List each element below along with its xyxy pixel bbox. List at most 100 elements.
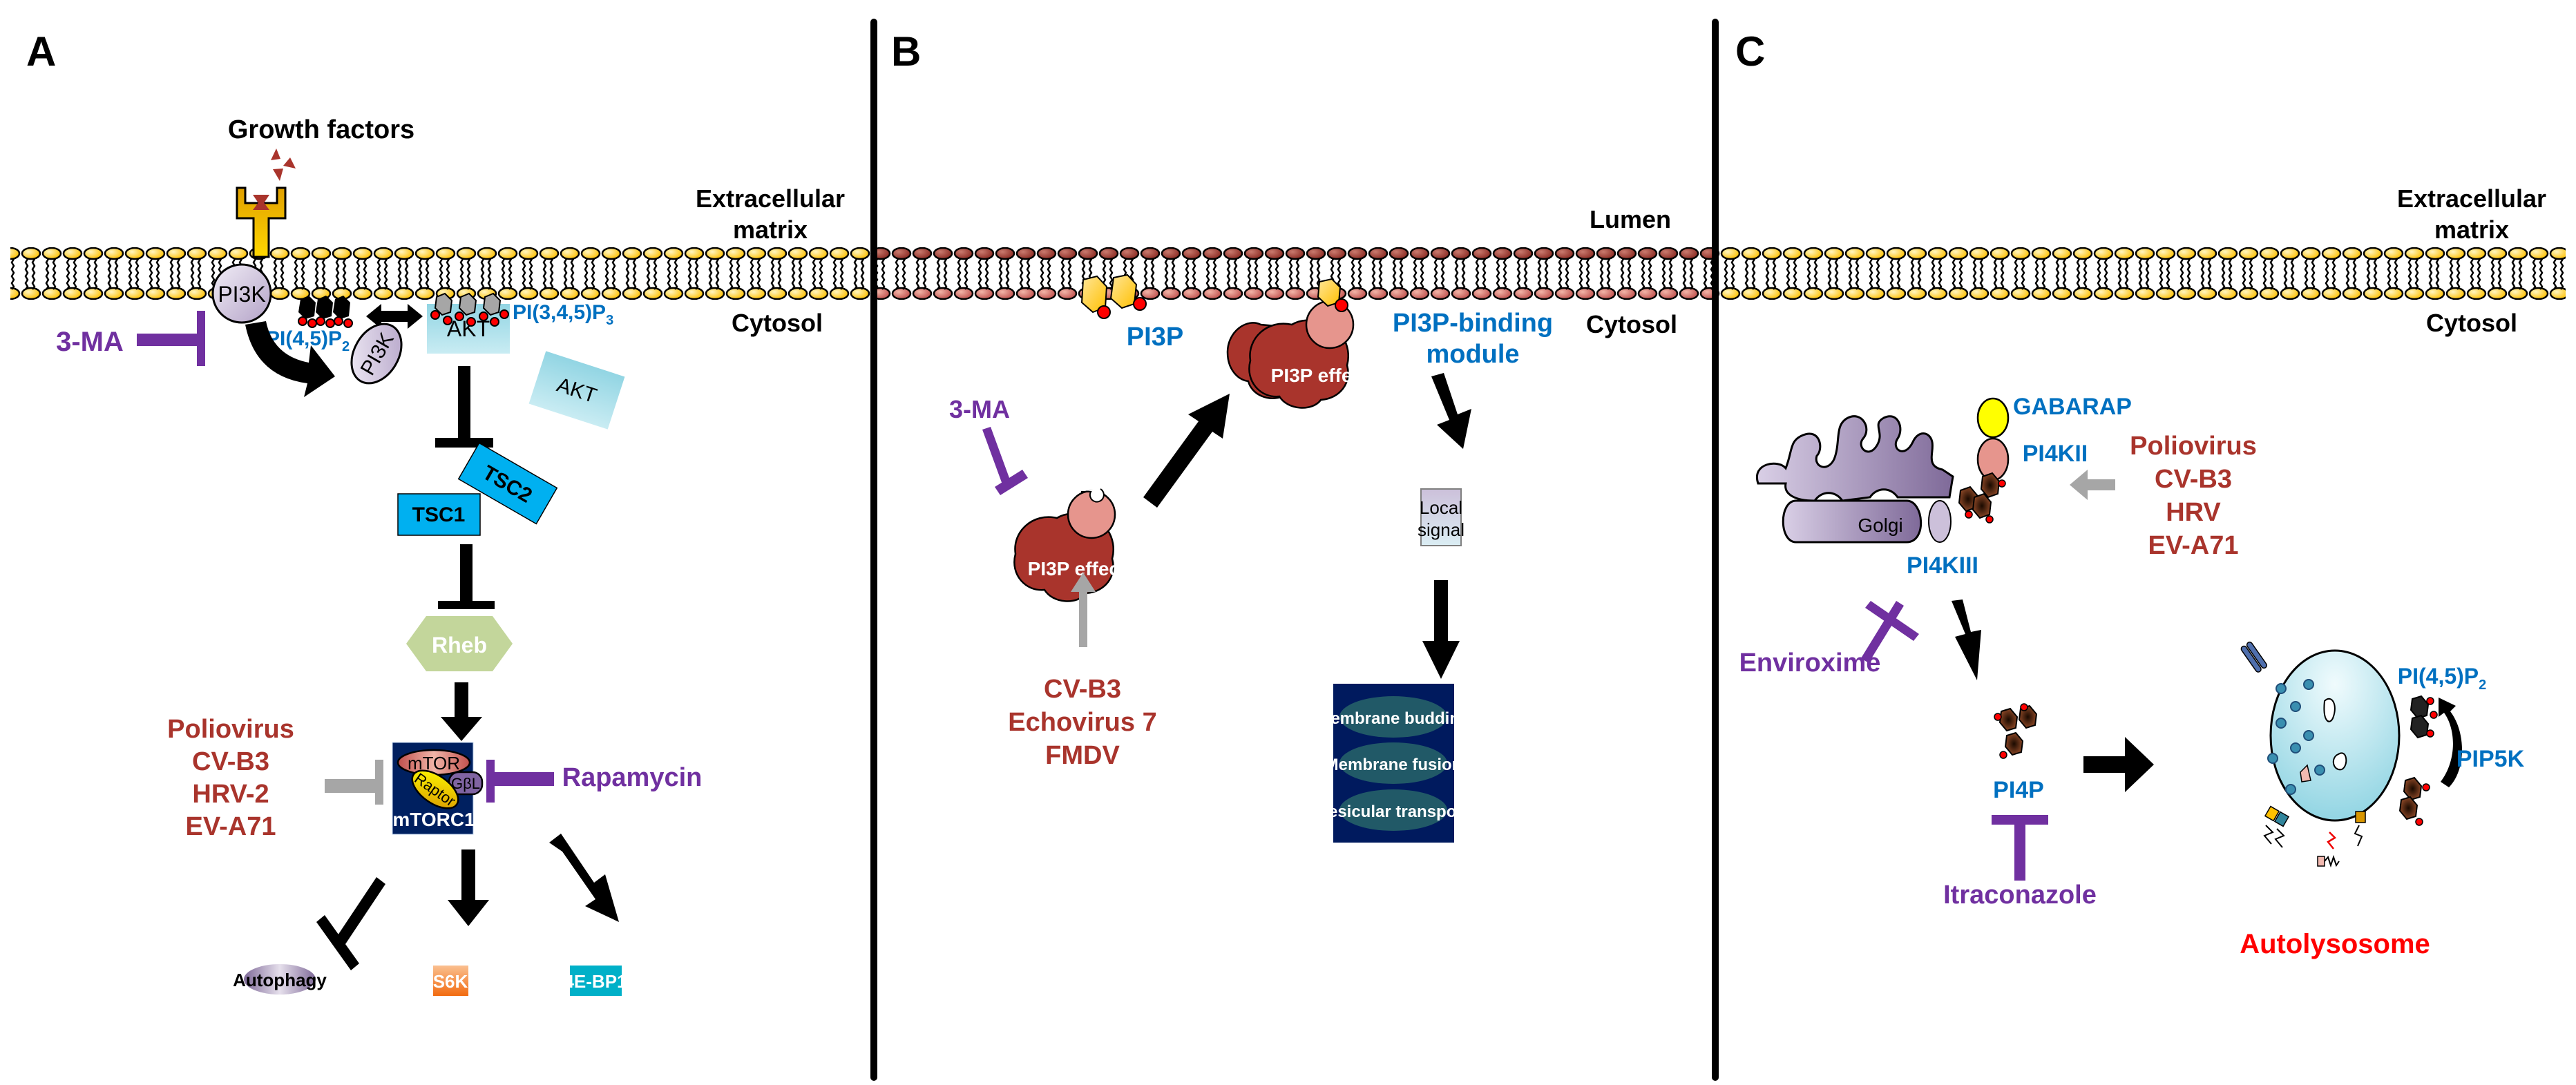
matrix-label-a: matrix xyxy=(733,215,808,244)
pi4p-label: PI4P xyxy=(1993,777,2044,803)
rapamycin-label: Rapamycin xyxy=(562,763,703,792)
binding-module-label-1: PI3P-binding xyxy=(1393,309,1553,338)
pi3p-effector-free: PI3P effector xyxy=(1013,488,1145,602)
svg-text:CV-B3: CV-B3 xyxy=(1044,675,1121,704)
svg-text:TSC1: TSC1 xyxy=(412,503,466,526)
inhibition-3ma-a-icon xyxy=(137,311,205,366)
itraconazole-label: Itraconazole xyxy=(1943,881,2097,910)
local-signal-node: Local signal xyxy=(1418,488,1464,546)
pip3-label-a: PI(3,4,5)P3 xyxy=(513,301,613,328)
pip3-lipids-icon xyxy=(430,292,509,327)
pi4kii-label: PI4KII xyxy=(2023,441,2088,467)
svg-text:CV-B3: CV-B3 xyxy=(2155,465,2232,494)
process-vesicular-transport: Vesicular transport xyxy=(1318,789,1469,831)
lysosome-membrane-protein-icon xyxy=(2240,642,2267,673)
process-membrane-fusion: Membrane fusion xyxy=(1325,742,1462,784)
pi3p-lipids-icon xyxy=(1080,273,1147,319)
svg-text:Membrane fusion: Membrane fusion xyxy=(1325,756,1462,774)
inhibitor-3ma-b: 3-MA xyxy=(949,395,1010,423)
pi3k-membrane-node: PI3K xyxy=(211,263,272,324)
growth-factor-ligands-icon xyxy=(271,148,296,181)
pi4kiii-label: PI4KIII xyxy=(1907,553,1978,579)
svg-text:Vesicular transport: Vesicular transport xyxy=(1318,803,1468,821)
panel-c: C Extracellular matrix Cytosol Golgi GAB… xyxy=(1735,28,2546,959)
cytosol-label-c: Cytosol xyxy=(2426,309,2517,337)
virus-list-a: Poliovirus CV-B3 HRV-2 EV-A71 xyxy=(167,715,294,841)
mtorc1-complex: mTOR GβL Raptor mTORC1 xyxy=(392,742,484,835)
virus-list-c: Poliovirus CV-B3 HRV EV-A71 xyxy=(2130,432,2257,560)
pip5k-label: PIP5K xyxy=(2456,746,2525,772)
membrane-panel-b xyxy=(876,247,1715,300)
svg-text:Poliovirus: Poliovirus xyxy=(167,715,294,744)
panel-b: B Lumen Cytosol PI3P PI3P effector PI3P-… xyxy=(891,28,1677,843)
extracellular-label-a: Extracellular xyxy=(696,184,845,213)
pi3k-free-node: PI3K xyxy=(350,323,403,385)
svg-text:CV-B3: CV-B3 xyxy=(192,747,269,776)
conversion-double-arrow xyxy=(366,304,423,329)
process-membrane-budding: Membrane budding xyxy=(1317,696,1470,738)
svg-text:signal: signal xyxy=(1418,519,1464,540)
cargo-particles-icon xyxy=(2267,679,2325,795)
mtorc1-label: mTORC1 xyxy=(392,809,475,830)
activation-virus-golgi-arrow xyxy=(2070,470,2115,500)
activation-processes-arrow xyxy=(1422,580,1460,679)
gbl-node: GβL xyxy=(448,771,484,796)
autolysosome-label: Autolysosome xyxy=(2240,929,2430,959)
pip5k-conversion-arrow xyxy=(2439,698,2463,787)
activation-mtorc1-s6k-arrow xyxy=(448,849,489,926)
svg-text:PI3P effector: PI3P effector xyxy=(1271,365,1389,386)
autolysosome-node xyxy=(2240,642,2463,868)
membrane-panel-a xyxy=(10,247,874,300)
virus-list-b: CV-B3 Echovirus 7 FMDV xyxy=(1008,675,1156,770)
inhibition-tsc-rheb-icon xyxy=(438,544,495,609)
output-autophagy: Autophagy xyxy=(233,964,327,995)
svg-text:Local: Local xyxy=(1420,497,1462,518)
inhibition-3ma-b-icon xyxy=(982,427,1028,495)
svg-text:Echovirus 7: Echovirus 7 xyxy=(1008,708,1156,737)
svg-text:FMDV: FMDV xyxy=(1045,741,1120,770)
activation-curved-arrow-a xyxy=(245,321,335,397)
svg-text:Poliovirus: Poliovirus xyxy=(2130,432,2257,461)
rheb-node: Rheb xyxy=(406,616,513,671)
lumen-label: Lumen xyxy=(1590,205,1671,233)
activation-pi4p-autolysosome-arrow xyxy=(2083,737,2154,792)
enviroxime-label: Enviroxime xyxy=(1739,649,1881,678)
svg-text:S6K: S6K xyxy=(433,971,468,992)
svg-text:GβL: GβL xyxy=(451,775,480,792)
activation-mtorc1-4ebp1-arrow xyxy=(549,834,619,922)
pip2-label-c: PI(4,5)P2 xyxy=(2398,664,2487,693)
pi3p-label: PI3P xyxy=(1127,323,1183,352)
inhibition-akt-tsc-icon xyxy=(435,366,493,448)
inhibition-enviroxime-icon xyxy=(1861,601,1919,663)
degraded-cargo-icon xyxy=(2300,698,2347,782)
svg-text:HRV: HRV xyxy=(2166,498,2221,527)
receptor-icon xyxy=(236,186,287,258)
pip2-lipids-autolysosome-icon xyxy=(2398,695,2438,826)
membrane-panel-c xyxy=(1717,247,2566,300)
svg-text:HRV-2: HRV-2 xyxy=(192,780,269,809)
activation-effector-arrow xyxy=(1143,394,1230,508)
activation-rheb-mtorc1-arrow xyxy=(441,682,482,741)
svg-text:EV-A71: EV-A71 xyxy=(2148,531,2239,560)
svg-text:EV-A71: EV-A71 xyxy=(186,812,276,841)
pi4p-lipids-icon xyxy=(1994,703,2038,759)
pip2-label-a: PI(4,5)P2 xyxy=(266,327,350,354)
inhibition-rapamycin-icon xyxy=(486,760,554,803)
svg-text:Rheb: Rheb xyxy=(432,633,487,657)
inhibition-mtorc1-autophagy-icon xyxy=(316,877,385,970)
pip2-lipids-icon xyxy=(298,296,353,328)
binding-module-label-2: module xyxy=(1426,340,1519,369)
svg-text:4E-BP1: 4E-BP1 xyxy=(564,971,627,992)
growth-factors-label: Growth factors xyxy=(228,115,414,144)
tsc1-node: TSC1 xyxy=(397,493,481,536)
mtor-node: mTOR xyxy=(397,749,471,776)
pi4kiii-node xyxy=(1928,500,1952,543)
pi4p-lipids-golgi-icon xyxy=(1958,472,2006,524)
svg-text:PI3K: PI3K xyxy=(218,282,265,307)
panel-label-c: C xyxy=(1735,28,1765,75)
membrane-receptors-icon xyxy=(2263,805,2366,868)
svg-text:Membrane budding: Membrane budding xyxy=(1317,709,1469,728)
inhibition-virus-mtorc1-icon xyxy=(325,760,383,805)
cytosol-label-a: Cytosol xyxy=(732,309,823,337)
